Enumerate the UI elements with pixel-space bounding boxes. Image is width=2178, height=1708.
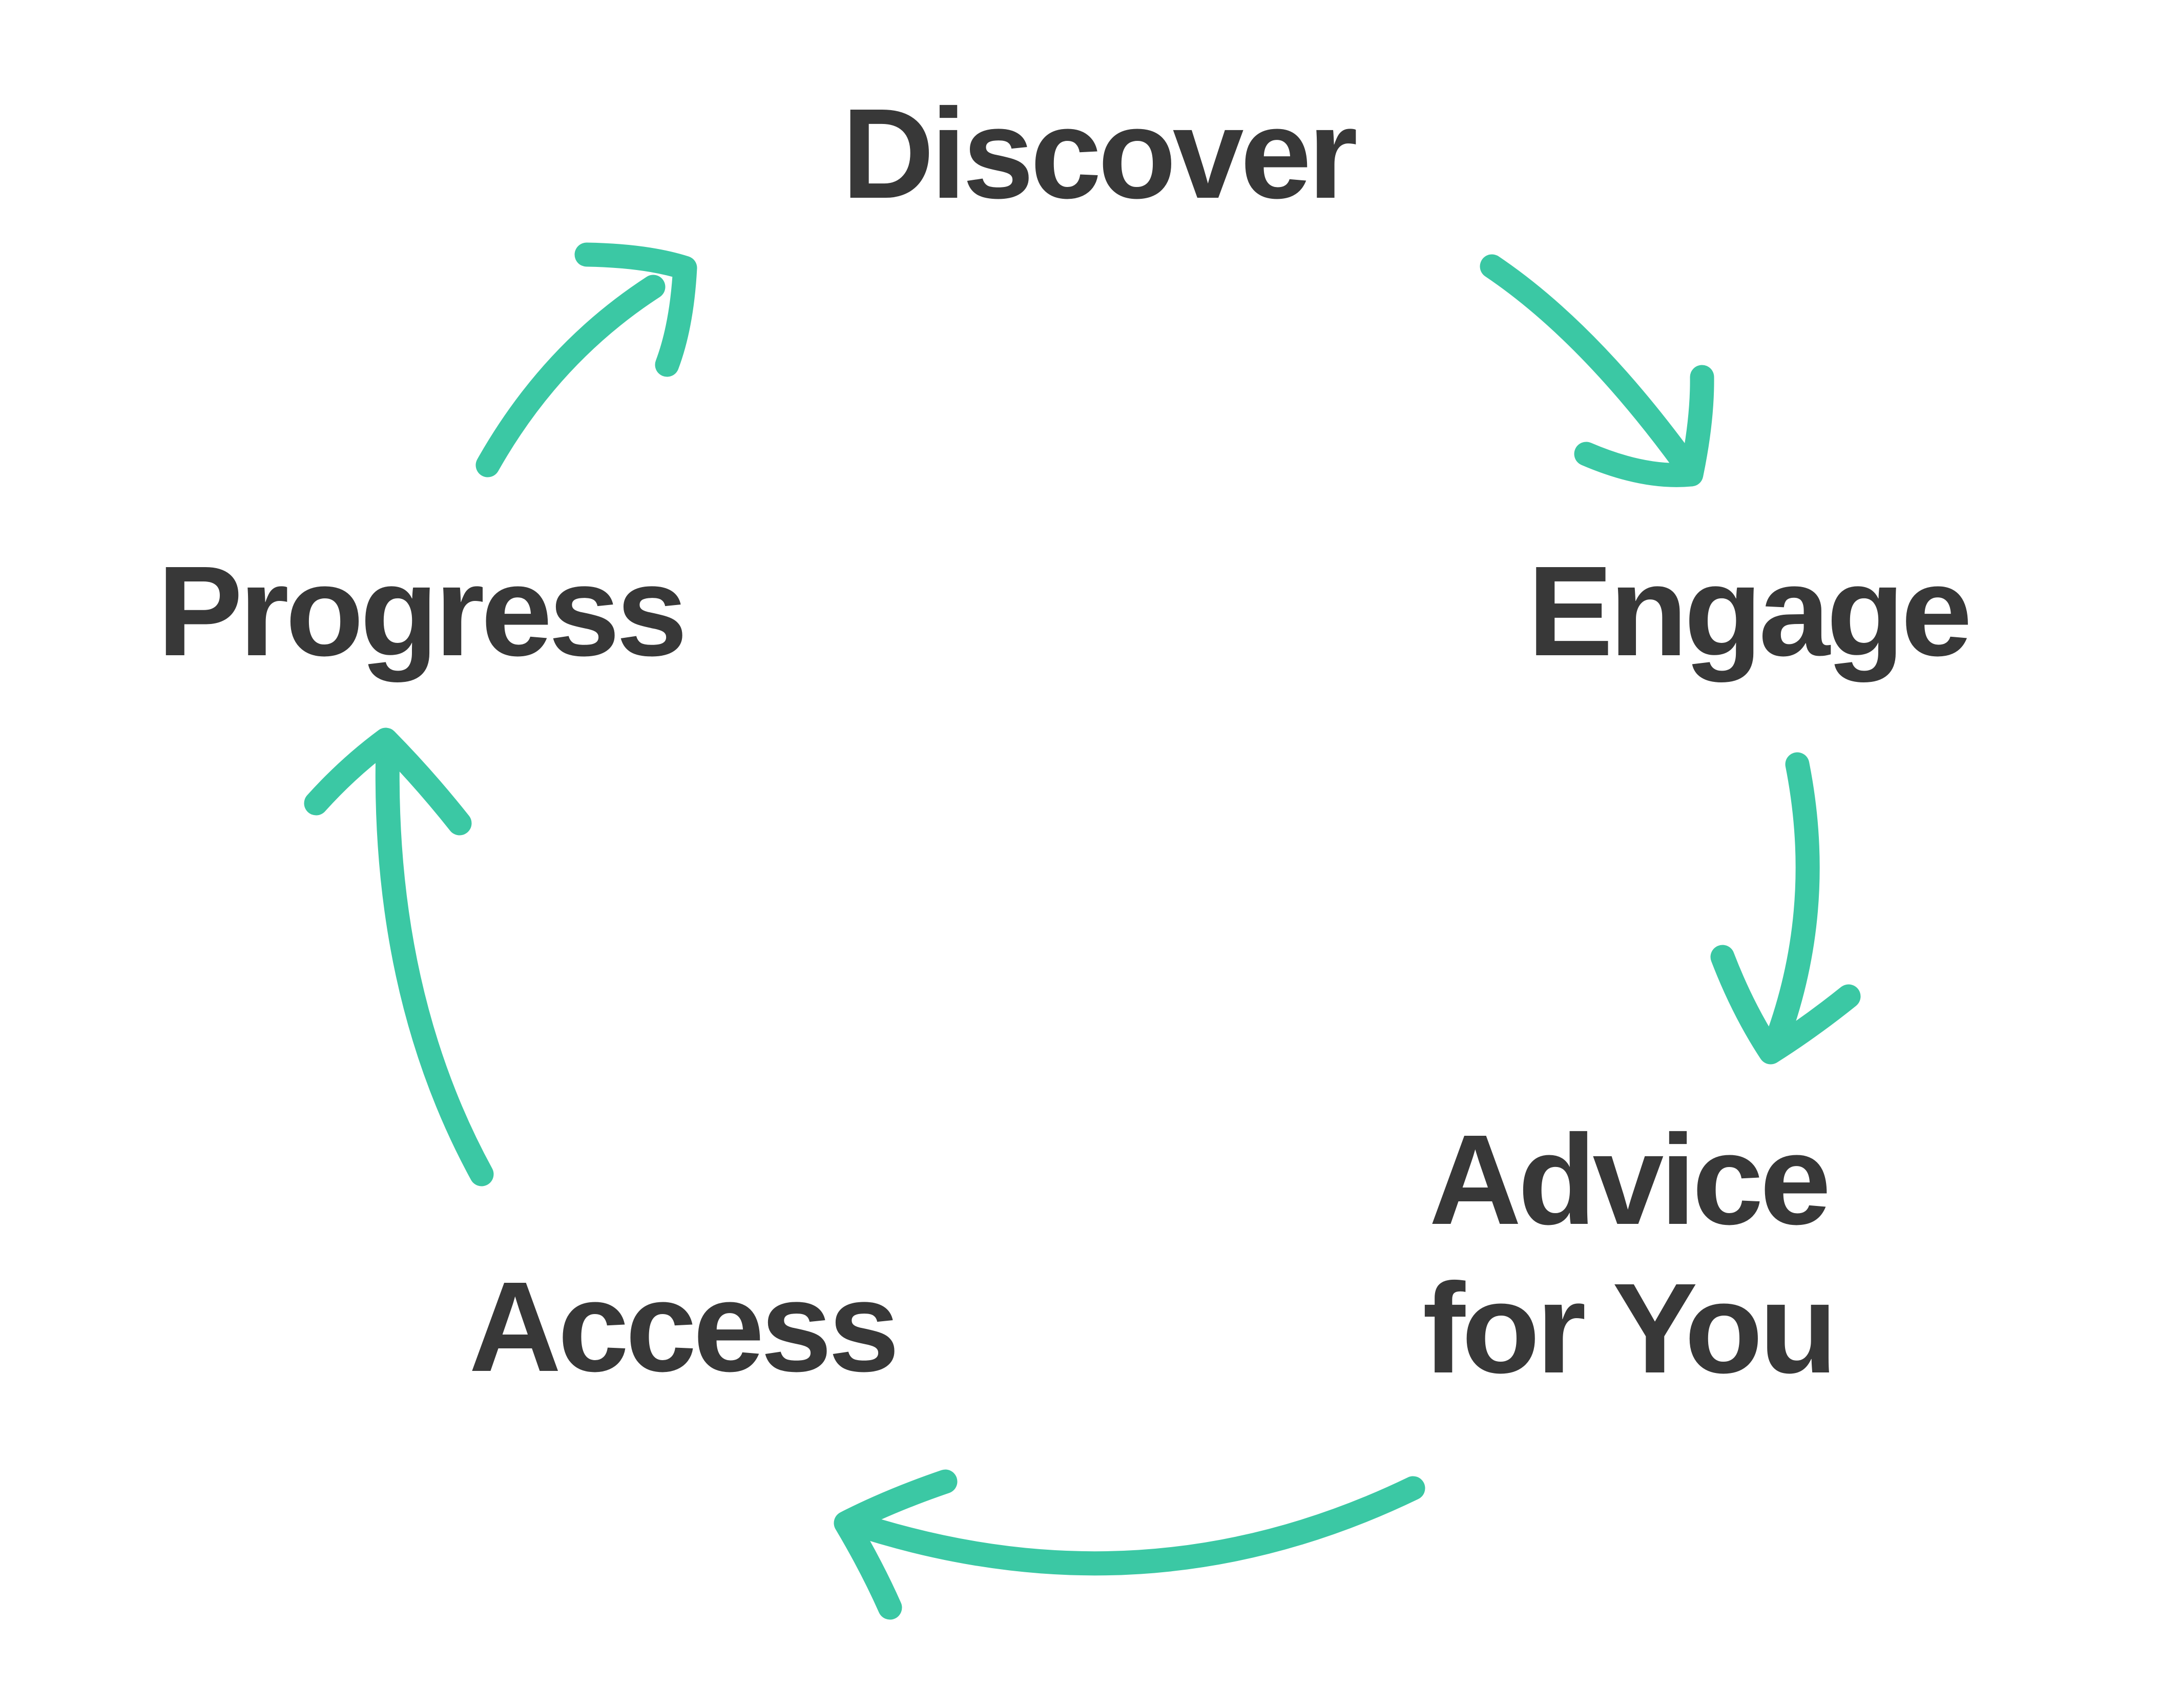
arrow-shaft: [475, 275, 666, 477]
arrow-shaft: [1765, 752, 1820, 1052]
arrow-head: [834, 1469, 958, 1620]
arrow-head: [304, 727, 472, 836]
arrow-head: [1710, 945, 1861, 1065]
step-label-discover: Discover: [841, 82, 1358, 225]
arrow-shaft: [375, 735, 494, 1186]
step-label-engage: Engage: [1527, 539, 1973, 682]
arrow-head: [1574, 365, 1714, 487]
step-label-advice-line2: for You: [1422, 1257, 1838, 1400]
arrow-engage-to-advice: [1710, 752, 1861, 1065]
arrow-discover-to-engage: [1480, 254, 1714, 487]
arrow-head: [574, 242, 697, 377]
step-label-advice-line1: Advice: [1429, 1108, 1831, 1251]
arrow-shaft: [839, 1476, 1425, 1576]
arrow-advice-to-access: [834, 1469, 1425, 1620]
arrow-progress-to-discover: [475, 242, 697, 477]
step-label-access: Access: [469, 1255, 900, 1398]
step-label-progress: Progress: [157, 539, 688, 682]
arrow-access-to-progress: [304, 727, 494, 1186]
arrow-shaft: [1480, 254, 1702, 483]
step-label-advice-for-you: Advice for You: [1422, 1106, 1838, 1403]
